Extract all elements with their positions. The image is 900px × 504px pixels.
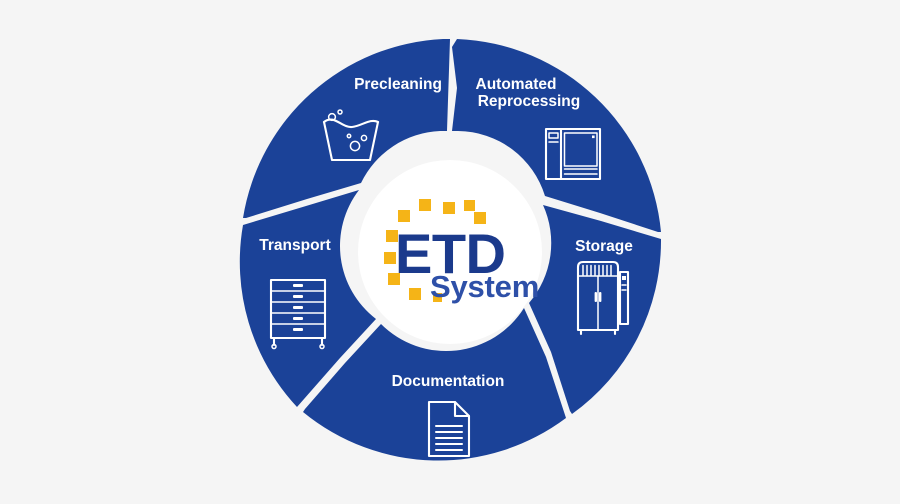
segment-label-precleaning: Precleaning [354, 76, 442, 93]
drying-cabinet-icon [576, 260, 630, 336]
wash-basin-icon [322, 109, 380, 162]
logo-secondary-text: System [430, 269, 539, 304]
segment-label-storage: Storage [575, 238, 633, 255]
segment-documentation[interactable] [303, 308, 566, 461]
segment-label-automated-reprocessing-line2: Reprocessing [478, 93, 581, 110]
segment-storage[interactable] [529, 205, 662, 414]
segment-labels: Precleaning Automated Reprocessing Stora… [259, 76, 633, 390]
donut-segments [239, 39, 662, 461]
transport-cart-icon [269, 278, 327, 350]
etd-system-logo: ETD System [384, 199, 539, 304]
segment-label-documentation: Documentation [392, 373, 505, 390]
segment-label-transport: Transport [259, 237, 330, 254]
logo-accent-squares [384, 199, 486, 302]
document-icon [427, 400, 471, 458]
segment-transport[interactable] [239, 190, 376, 407]
washer-disinfector-icon [544, 127, 602, 181]
segment-automated-reprocessing[interactable] [452, 39, 661, 232]
segment-precleaning[interactable] [243, 39, 450, 218]
logo-primary-text: ETD [395, 222, 506, 285]
segment-label-automated-reprocessing-line1: Automated [476, 76, 557, 93]
center-hub [358, 160, 542, 344]
